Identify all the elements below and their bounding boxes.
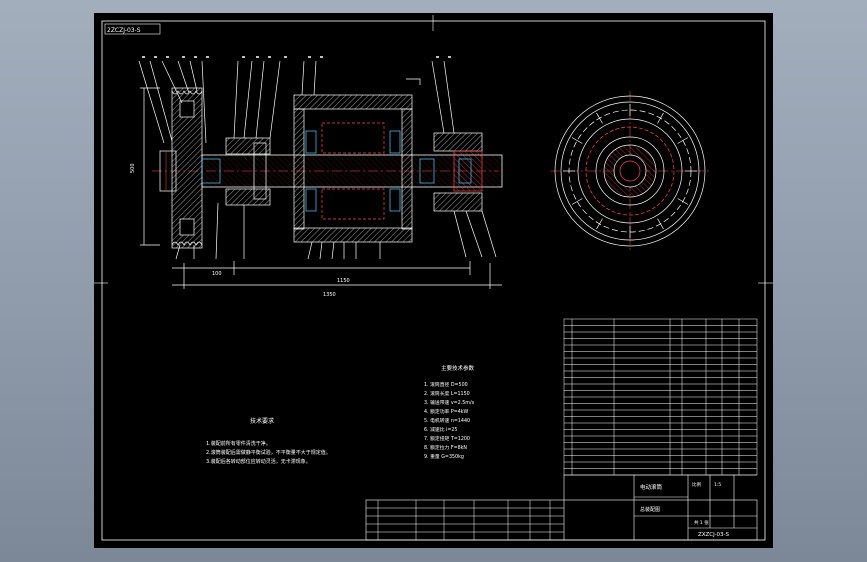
specs-title: 主要技术参数 — [441, 364, 475, 372]
spec-line-5: 5. 电机转速 n=1440 — [424, 417, 470, 424]
end-view — [550, 91, 710, 251]
sheet-label: 共 1 张 — [694, 519, 709, 526]
spec-line-6: 6. 减速比 i=25 — [424, 426, 457, 433]
spec-line-8: 8. 额定拉力 F=8kN — [424, 444, 467, 451]
dim-left: 100 — [212, 271, 222, 277]
end-view-slot — [571, 137, 583, 144]
dim-overall: 1350 — [323, 292, 336, 298]
end-view-slot — [657, 218, 664, 230]
scale-value: 1:5 — [714, 482, 721, 488]
drawing-sheet: 2ZCZJ-03-S — [94, 13, 773, 548]
parts-list — [563, 318, 758, 476]
spec-line-3: 3. 输送带速 v=2.5m/s — [424, 399, 475, 406]
specs-list: 1. 滚筒直径 D=500 2. 滚筒长度 L=1150 3. 输送带速 v=2… — [424, 381, 475, 460]
section-view — [138, 56, 503, 289]
end-view-slot — [571, 198, 583, 205]
tech-line-2: 2.滚筒装配后需做静平衡试验，不平衡量不大于规定值。 — [206, 449, 331, 456]
scale-label: 比例 — [692, 481, 701, 488]
drawing-number-box — [104, 23, 161, 35]
tech-requirements: 1.装配前所有零件清洗干净。 2.滚筒装配后需做静平衡试验，不平衡量不大于规定值… — [206, 440, 331, 465]
tech-line-1: 1.装配前所有零件清洗干净。 — [206, 440, 271, 447]
dim-diameter: 500 — [130, 163, 136, 173]
drawing-canvas: 2ZCZJ-03-S — [94, 15, 773, 541]
end-view-slot — [677, 198, 689, 205]
title-block — [365, 474, 758, 541]
spec-line-4: 4. 额定功率 P=4kW — [424, 408, 469, 415]
spec-line-7: 7. 额定扭矩 T=1200 — [424, 435, 470, 442]
dim-inner: 1150 — [337, 278, 350, 284]
drawing-number-bottom: ZXZCJ-03-S — [698, 532, 730, 538]
spec-line-2: 2. 滚筒长度 L=1150 — [424, 390, 470, 397]
tech-line-3: 3.装配后各转动部位应转动灵活，无卡滞现象。 — [206, 458, 311, 465]
end-view-slot — [596, 218, 603, 230]
end-view-slot — [677, 137, 689, 144]
end-view-slot — [657, 112, 664, 124]
spec-line-1: 1. 滚筒直径 D=500 — [424, 381, 468, 388]
drawing-subtitle: 总装配图 — [640, 506, 660, 513]
end-view-slot — [596, 112, 603, 124]
product-name: 电动滚筒 — [640, 483, 663, 491]
tech-requirements-title: 技术要求 — [250, 417, 274, 425]
spec-line-9: 9. 重量 G=350kg — [424, 453, 464, 460]
drawing-number-rotated: 2ZCZJ-03-S — [107, 27, 141, 34]
